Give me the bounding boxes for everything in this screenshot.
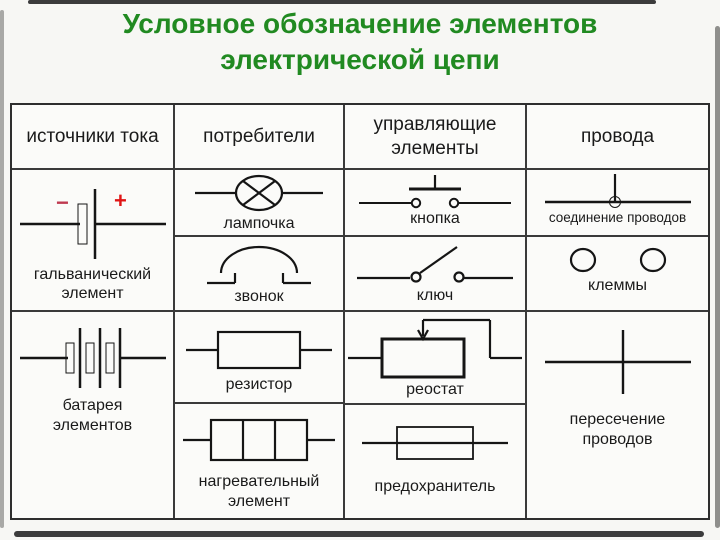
label-resistor: резистор xyxy=(225,376,293,393)
label-fuse: предохранитель xyxy=(374,478,496,495)
galvanic-cell-icon xyxy=(19,189,166,259)
cell-heater: нагревательный элемент xyxy=(175,404,343,518)
header-consumers: потребители xyxy=(175,105,345,168)
label-battery: батарея элементов xyxy=(52,397,133,434)
cell-lamp: лампочка xyxy=(175,170,343,237)
column-wires: соединение проводов клеммы пересечение п… xyxy=(527,170,708,518)
terminals-icon xyxy=(569,247,666,273)
symbols-table: источники тока потребители управляющие э… xyxy=(10,103,710,520)
label-wire-junction: соединение проводов xyxy=(548,210,687,225)
column-consumers: лампочка звонок xyxy=(175,170,345,518)
label-galvanic-element: гальванический элемент xyxy=(33,265,152,303)
cell-fuse: предохранитель xyxy=(345,405,525,518)
fuse-icon xyxy=(362,426,508,460)
label-wire-crossing: пересечение проводов xyxy=(569,411,666,448)
cell-galvanic-element: − + гальванический элемент xyxy=(12,170,173,312)
plus-sign: + xyxy=(114,188,127,213)
frame-right-edge xyxy=(715,26,720,528)
cell-wire-junction: соединение проводов xyxy=(527,170,708,237)
column-control-elements: кнопка ключ xyxy=(345,170,527,518)
label-lamp: лампочка xyxy=(223,215,295,232)
cell-bell: звонок xyxy=(175,237,343,312)
page-title: Условное обозначение элементов электриче… xyxy=(122,8,598,76)
frame-left-edge xyxy=(0,10,4,528)
frame-top-edge xyxy=(28,0,656,4)
frame-bottom-edge xyxy=(14,531,704,537)
resistor-icon xyxy=(186,330,332,370)
rheostat-icon xyxy=(348,318,522,379)
label-terminals: клеммы xyxy=(588,277,647,294)
heater-icon xyxy=(183,418,335,462)
cell-battery: батарея элементов xyxy=(12,312,173,518)
label-button: кнопка xyxy=(410,210,460,227)
cell-wire-crossing: пересечение проводов xyxy=(527,312,708,518)
cell-rheostat: реостат xyxy=(345,312,525,405)
bell-icon xyxy=(207,245,311,285)
header-wires: провода xyxy=(580,125,655,147)
cell-button: кнопка xyxy=(345,170,525,237)
header-control-elements: управляющие элементы xyxy=(345,105,527,168)
switch-key-icon xyxy=(357,246,513,283)
cell-resistor: резистор xyxy=(175,312,343,404)
cell-switch: ключ xyxy=(345,237,525,312)
minus-sign: − xyxy=(56,190,69,215)
lamp-icon xyxy=(195,174,323,212)
table-body: − + гальванический элемент xyxy=(12,170,708,518)
header-current-sources: источники тока xyxy=(12,105,175,168)
battery-icon xyxy=(19,328,166,388)
push-button-icon xyxy=(359,175,511,209)
label-switch: ключ xyxy=(416,287,454,304)
column-current-sources: − + гальванический элемент xyxy=(12,170,175,518)
wire-junction-icon xyxy=(544,174,691,208)
wire-crossing-icon xyxy=(544,330,691,394)
table-header-row: источники тока потребители управляющие э… xyxy=(12,105,708,170)
label-heater: нагревательный элемент xyxy=(198,473,320,510)
label-rheostat: реостат xyxy=(406,381,464,398)
label-bell: звонок xyxy=(234,288,284,305)
cell-terminals: клеммы xyxy=(527,237,708,312)
